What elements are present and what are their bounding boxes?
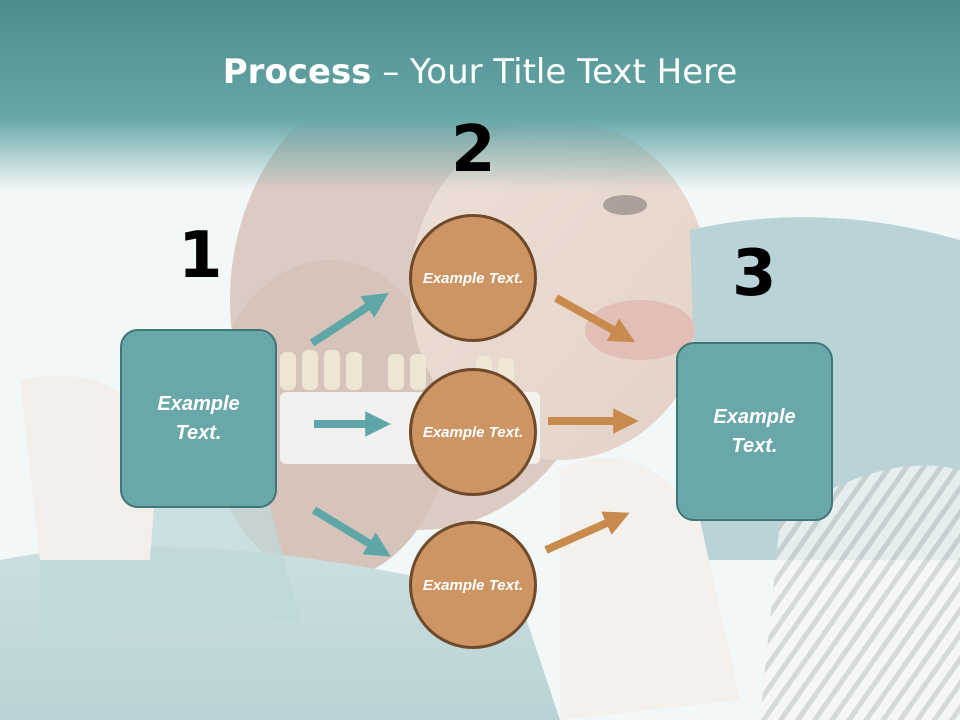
step-3-text: Example Text. (713, 405, 796, 457)
step-number-1: 1 (178, 219, 223, 293)
arrow-1-to-bottom (311, 506, 391, 557)
middle-node-bottom[interactable]: Example Text. (409, 521, 537, 649)
middle-node-center-text: Example Text. (422, 423, 524, 441)
step-1-text: Example Text. (157, 392, 240, 444)
step-number-2: 2 (451, 113, 496, 187)
arrow-1-to-top (309, 293, 389, 347)
arrow-top-to-3 (554, 294, 636, 343)
title-bold: Process (222, 52, 372, 92)
step-3-box[interactable]: Example Text. (676, 342, 833, 521)
middle-node-bottom-text: Example Text. (422, 576, 524, 594)
middle-node-top-text: Example Text. (422, 269, 524, 287)
middle-node-center[interactable]: Example Text. (409, 368, 537, 496)
header-band (0, 0, 960, 190)
middle-node-top[interactable]: Example Text. (409, 214, 537, 342)
step-1-box[interactable]: Example Text. (120, 329, 277, 508)
slide-title: Process – Your Title Text Here (0, 52, 960, 92)
arrow-bottom-to-3 (544, 511, 630, 554)
step-number-3: 3 (732, 237, 777, 311)
title-rest: – Your Title Text Here (371, 52, 738, 92)
